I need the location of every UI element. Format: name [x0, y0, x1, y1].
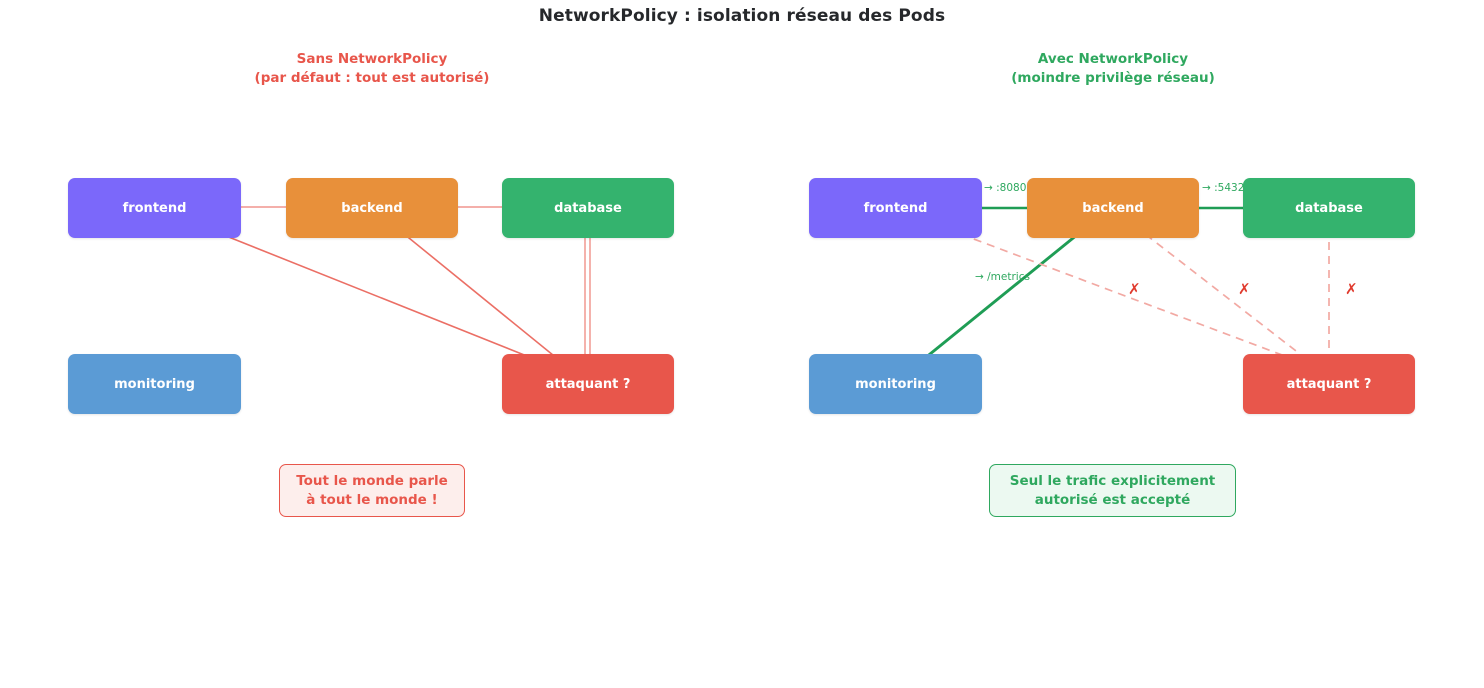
blocked-x-backend: ✗	[1238, 280, 1251, 298]
node-label: backend	[1082, 200, 1144, 216]
node-label: monitoring	[855, 376, 936, 392]
node-label: backend	[341, 200, 403, 216]
node-frontend-left[interactable]: frontend	[68, 178, 241, 238]
edge-label-port-5432: → :5432	[1202, 182, 1245, 194]
node-attaquant-left[interactable]: attaquant ?	[502, 354, 674, 414]
node-backend-right[interactable]: backend	[1027, 178, 1199, 238]
blocked-x-frontend: ✗	[1128, 280, 1141, 298]
node-label: monitoring	[114, 376, 195, 392]
right-panel-caption: Seul le trafic explicitement autorisé es…	[989, 464, 1236, 517]
left-panel-caption: Tout le monde parle à tout le monde !	[279, 464, 465, 517]
edge-label-port-8080: → :8080	[984, 182, 1027, 194]
node-attaquant-right[interactable]: attaquant ?	[1243, 354, 1415, 414]
node-monitoring-left[interactable]: monitoring	[68, 354, 241, 414]
node-label: frontend	[863, 200, 928, 216]
node-database-right[interactable]: database	[1243, 178, 1415, 238]
blocked-x-database: ✗	[1345, 280, 1358, 298]
node-label: attaquant ?	[1286, 376, 1372, 392]
right-panel-subtitle: Avec NetworkPolicy (moindre privilège ré…	[1011, 51, 1215, 86]
node-monitoring-right[interactable]: monitoring	[809, 354, 982, 414]
left-panel-subtitle: Sans NetworkPolicy (par défaut : tout es…	[254, 51, 490, 86]
edge-label-metrics: → /metrics	[975, 271, 1030, 283]
node-label: frontend	[122, 200, 187, 216]
node-label: database	[1295, 200, 1363, 216]
node-backend-left[interactable]: backend	[286, 178, 458, 238]
node-label: attaquant ?	[545, 376, 631, 392]
node-label: database	[554, 200, 622, 216]
node-database-left[interactable]: database	[502, 178, 674, 238]
node-frontend-right[interactable]: frontend	[809, 178, 982, 238]
page-title: NetworkPolicy : isolation réseau des Pod…	[538, 6, 946, 26]
